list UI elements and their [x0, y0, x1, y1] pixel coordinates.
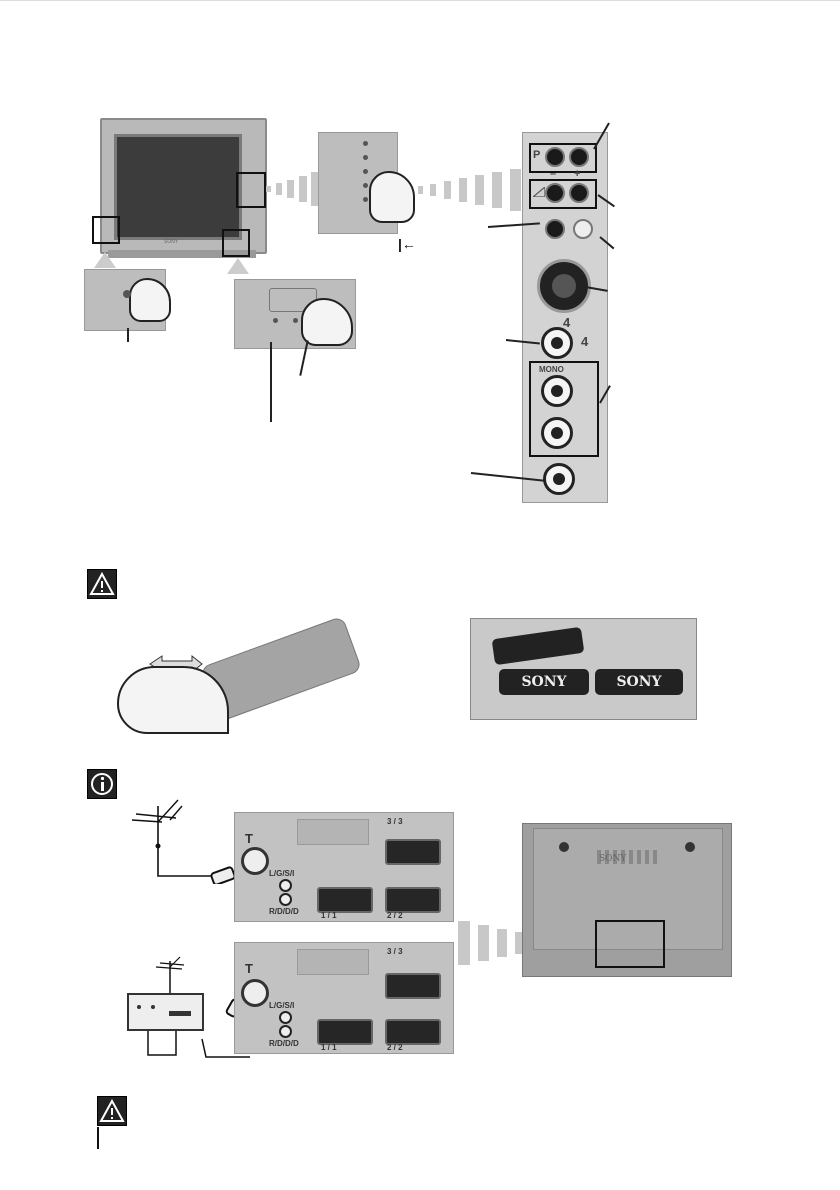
plus-label: + — [574, 168, 581, 180]
scart2-label: 2 / 2 — [387, 911, 403, 920]
menu-button[interactable] — [573, 219, 593, 239]
battery-right: SONY — [595, 669, 683, 695]
battery-left: SONY — [499, 669, 589, 695]
battery-compartment-photo: SONY SONY — [470, 618, 697, 720]
svideo-label: 4 — [563, 315, 571, 330]
minus-label: – — [550, 168, 557, 180]
volume-buttons-box — [529, 179, 597, 209]
scart-2-socket-2[interactable] — [385, 1019, 441, 1045]
side-button-photo — [318, 132, 415, 234]
aerial-socket-2[interactable] — [241, 979, 269, 1007]
hand-pressing-button — [301, 298, 353, 346]
standby-callout-line — [270, 342, 272, 422]
standby-symbol: |← — [398, 236, 416, 252]
scart3-label: 3 / 3 — [387, 817, 403, 826]
audio-l-socket-2[interactable] — [279, 1011, 292, 1024]
callout-box-left — [92, 216, 120, 244]
battery-top — [491, 626, 585, 666]
rear-panel-decoder: T L/G/S/I R/D/D/D 1 / 1 3 / 3 2 / 2 — [234, 942, 454, 1054]
standby-panel-photo — [234, 279, 356, 349]
page-top-rule — [0, 0, 840, 1]
rear-connector-callout — [595, 920, 665, 968]
rddd-label: R/D/D/D — [269, 907, 299, 916]
scart-2-socket[interactable] — [385, 887, 441, 913]
program-down-button[interactable] — [545, 147, 565, 167]
program-buttons-box — [529, 143, 597, 173]
audio-right-jack[interactable] — [541, 417, 573, 449]
audio-r-socket-2[interactable] — [279, 1025, 292, 1038]
main-switch-photo — [84, 269, 171, 331]
page-margin-bar — [97, 1127, 99, 1149]
pointer-triangle-left — [94, 252, 116, 268]
input-select-button[interactable] — [545, 219, 565, 239]
audio-l-socket[interactable] — [279, 879, 292, 892]
zoom-stripes-1 — [266, 172, 319, 206]
scart-3-socket[interactable] — [385, 839, 441, 865]
antenna-icon — [131, 799, 236, 884]
callout-box-bottom — [222, 229, 250, 257]
lgsi-label-2: L/G/S/I — [269, 1001, 295, 1010]
audio-jacks-box — [529, 361, 599, 457]
warning-icon — [87, 569, 117, 599]
zoom-stripes-2 — [418, 169, 521, 211]
headphone-jack[interactable] — [543, 463, 575, 495]
hand-pressing-side — [369, 171, 415, 223]
program-label: P — [533, 149, 541, 161]
tv-brand: SONY — [164, 239, 179, 245]
switch-callout-line — [127, 328, 129, 342]
av4-label: 4 — [581, 334, 589, 349]
tv-front-illustration: SONY — [100, 118, 267, 254]
hand-pressing-switch — [129, 278, 171, 322]
hand-holding-remote — [117, 666, 229, 734]
rear-panel-direct: T L/G/S/I R/D/D/D 1 / 1 3 / 3 2 / 2 — [234, 812, 454, 922]
scart1-label: 1 / 1 — [321, 911, 337, 920]
audio-r-socket[interactable] — [279, 893, 292, 906]
scart1-label-2: 1 / 1 — [321, 1043, 337, 1052]
decoder-box — [127, 993, 204, 1031]
callout-box-side — [236, 172, 266, 208]
tv-screen — [114, 134, 242, 240]
volume-icon — [533, 187, 545, 197]
tv-stand — [108, 250, 256, 258]
side-connector-panel: P – + 4 4 MONO — [522, 132, 608, 503]
aerial-socket[interactable] — [241, 847, 269, 875]
volume-up-button[interactable] — [569, 183, 589, 203]
video-in-jack[interactable] — [541, 327, 573, 359]
pointer-triangle-right — [227, 258, 249, 274]
scart2-label-2: 2 / 2 — [387, 1043, 403, 1052]
rddd-label-2: R/D/D/D — [269, 1039, 299, 1048]
rear-brand: SONY — [599, 854, 627, 864]
scart-1-socket[interactable] — [317, 887, 373, 913]
info-icon — [87, 769, 117, 799]
scart3-label-2: 3 / 3 — [387, 947, 403, 956]
lgsi-label: L/G/S/I — [269, 869, 295, 878]
warning-icon-2 — [97, 1096, 127, 1126]
tv-rear-photo: SONY — [522, 823, 732, 977]
program-up-button[interactable] — [569, 147, 589, 167]
volume-down-button[interactable] — [545, 183, 565, 203]
mono-label: MONO — [539, 365, 564, 374]
scart-1-socket-2[interactable] — [317, 1019, 373, 1045]
audio-left-jack[interactable] — [541, 375, 573, 407]
scart-3-socket-2[interactable] — [385, 973, 441, 999]
